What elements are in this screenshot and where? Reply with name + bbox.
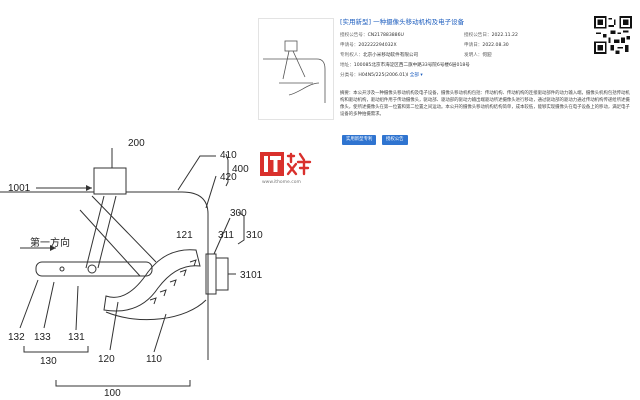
ithome-logo — [260, 152, 312, 176]
label-310: 310 — [246, 230, 263, 241]
label-130: 130 — [40, 356, 57, 367]
qr-code[interactable] — [594, 16, 632, 54]
field-app-date: 申请日：2022.08.30 — [464, 43, 509, 48]
label-300: 300 — [230, 208, 247, 219]
field-pub-number: 授权公告号：CN217883886U — [340, 33, 404, 38]
patent-drawing: 200 410 400 420 1001 300 121 311 310 310… — [0, 138, 263, 399]
field-inventor: 发明人：何迎 — [464, 53, 492, 58]
gear-120 — [103, 249, 201, 312]
label-120: 120 — [98, 354, 115, 365]
field-address: 地址：100085北京市海淀区西二旗中路33号院6号楼6层018号 — [340, 63, 470, 68]
authorization-button[interactable]: 授权公告 — [382, 135, 408, 145]
label-311: 311 — [218, 230, 234, 241]
label-420: 420 — [220, 172, 237, 183]
patent-thumbnail — [258, 18, 334, 120]
more-link[interactable]: 全部 ▾ — [409, 73, 423, 78]
field-patentee: 专利权人：北京小米移动软件有限公司 — [340, 53, 419, 58]
field-app-number: 申请号：202222294032X — [340, 43, 397, 48]
scissor-links — [79, 195, 157, 277]
field-pub-date: 授权公告日：2022.11.22 — [464, 33, 518, 38]
label-direction: 第一方向 — [30, 236, 70, 249]
watermark-url: www.ithome.com — [262, 180, 301, 185]
label-400: 400 — [232, 164, 249, 175]
gear-teeth — [149, 259, 197, 305]
label-133: 133 — [34, 332, 51, 343]
label-110: 110 — [146, 354, 162, 365]
block-200 — [93, 167, 127, 195]
patent-abstract: 摘要：本公开涉及一种摄像头移动机构及电子设备，摄像头移动机构包括：传动机构、传动… — [340, 91, 630, 117]
utility-model-button[interactable]: 实用新型专利 — [342, 135, 377, 145]
label-121: 121 — [176, 230, 193, 241]
housing-outline — [0, 191, 209, 360]
label-132: 132 — [8, 332, 25, 343]
patent-card: [实用新型] 一种摄像头移动机构及电子设备 授权公告号：CN217883886U… — [258, 12, 636, 148]
label-131: 131 — [68, 332, 85, 343]
field-classification: 分类号：H04N5/225(2006.01)I 全部 ▾ — [340, 73, 423, 78]
label-200: 200 — [128, 138, 145, 149]
label-410: 410 — [220, 150, 237, 161]
label-1001: 1001 — [8, 183, 31, 194]
slider-130 — [35, 261, 153, 277]
label-3101: 3101 — [240, 270, 263, 281]
patent-title[interactable]: [实用新型] 一种摄像头移动机构及电子设备 — [340, 18, 465, 26]
label-100: 100 — [104, 388, 121, 399]
